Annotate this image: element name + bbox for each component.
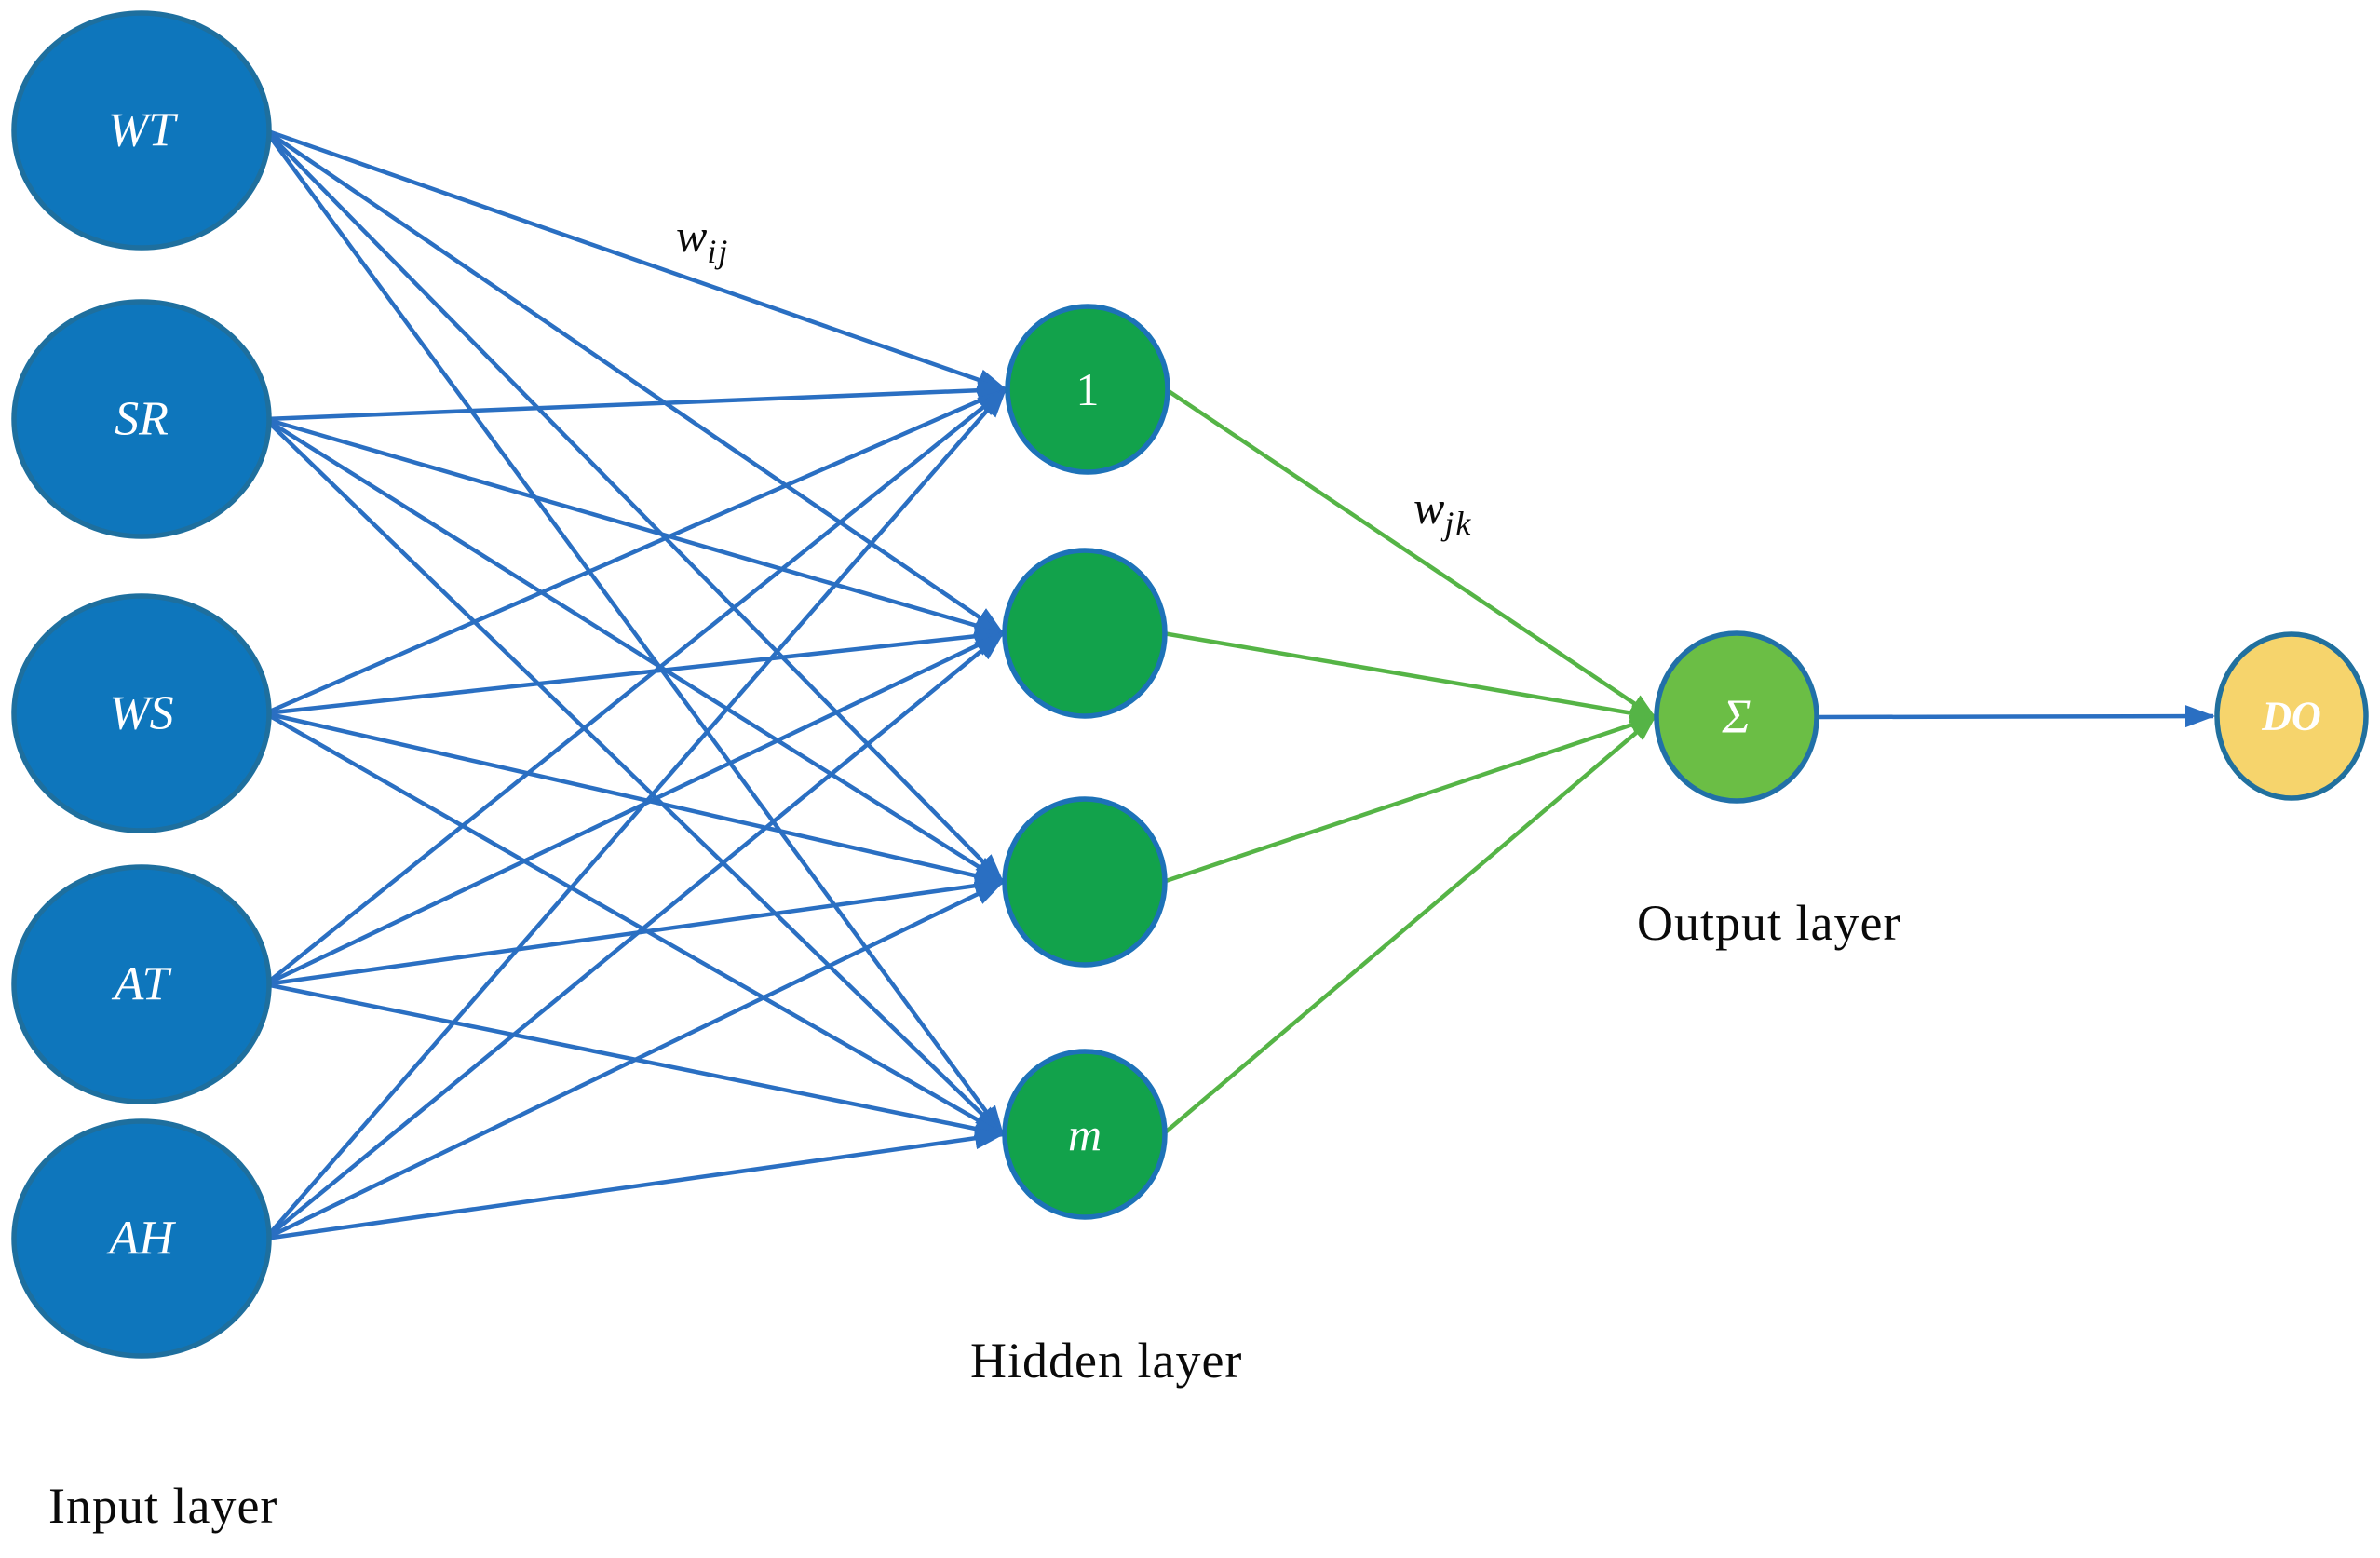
edge-ws-hm — [264, 711, 1005, 1136]
hidden_layer-node-h1 — [1005, 304, 1170, 475]
edge-sr-h3 — [264, 417, 1005, 884]
input_layer-node-sr — [11, 299, 272, 539]
input_layer-node-label-ah: AH — [106, 1213, 176, 1266]
input-layer-caption: Input layer — [48, 1478, 278, 1534]
hidden_layer-node-label-h1: 1 — [1076, 363, 1100, 415]
weight-label-hidden-output: wjk — [1413, 481, 1472, 542]
hidden_layer-node-hm — [1002, 1049, 1168, 1220]
result_layer-node-do — [2214, 631, 2369, 801]
edge-ah-hm — [264, 1127, 1005, 1241]
input_layer-node-wt — [11, 10, 272, 251]
output_layer-node-label-sum: Σ — [1722, 691, 1751, 744]
output-layer-caption: Output layer — [1637, 895, 1901, 951]
result_layer-node-label-do: DO — [2261, 694, 2321, 739]
hidden_layer-node-h3 — [1002, 796, 1168, 968]
weight-label-input-hidden: wij — [676, 209, 729, 270]
edge-wt-hm — [264, 129, 1005, 1136]
edge-at-h3 — [264, 874, 1005, 987]
edge-h3-sum — [1162, 714, 1657, 885]
edge-at-h2 — [264, 630, 1005, 987]
input_layer-node-label-at: AT — [112, 958, 172, 1011]
weight-label-base: w — [676, 210, 708, 262]
weight-label-subscript: jk — [1444, 505, 1473, 542]
edge-wt-h3 — [264, 129, 1005, 884]
input_layer-node-ws — [11, 593, 272, 833]
input_layer-node-label-ws: WS — [109, 687, 173, 740]
weight-label-subscript: ij — [707, 233, 730, 270]
edges-group — [264, 128, 2215, 1241]
edge-sr-h2 — [264, 416, 1005, 637]
input_layer-node-ah — [11, 1118, 272, 1359]
edge-ah-h2 — [264, 631, 1005, 1240]
edge-h2-sum — [1162, 630, 1657, 724]
edge-ah-h1 — [264, 387, 1007, 1240]
input_layer-node-label-wt: WT — [108, 104, 178, 157]
nodes-group: WT SR WS AT AH 1 m Σ DO — [11, 10, 2369, 1359]
hidden_layer-node-label-hm: m — [1068, 1108, 1102, 1160]
input_layer-node-at — [11, 864, 272, 1104]
edge-sum-do — [1818, 705, 2215, 728]
edge-hm-sum — [1161, 715, 1657, 1136]
output_layer-node-sum — [1654, 630, 1819, 804]
hidden_layer-node-h2 — [1002, 548, 1168, 719]
edge-wt-h1 — [264, 128, 1007, 392]
edge-sr-hm — [264, 417, 1005, 1136]
edge-wt-h2 — [264, 129, 1005, 635]
hidden-layer-caption: Hidden layer — [970, 1333, 1243, 1389]
edge-ah-h3 — [264, 879, 1005, 1241]
edge-h1-sum — [1164, 387, 1657, 719]
edge-sr-h1 — [264, 379, 1007, 422]
edge-ws-h3 — [264, 711, 1005, 887]
weight-label-base: w — [1413, 481, 1445, 534]
edge-ws-h2 — [264, 625, 1005, 716]
edge-at-h1 — [264, 387, 1007, 986]
edge-ws-h1 — [264, 386, 1007, 716]
input_layer-node-label-sr: SR — [115, 393, 169, 446]
